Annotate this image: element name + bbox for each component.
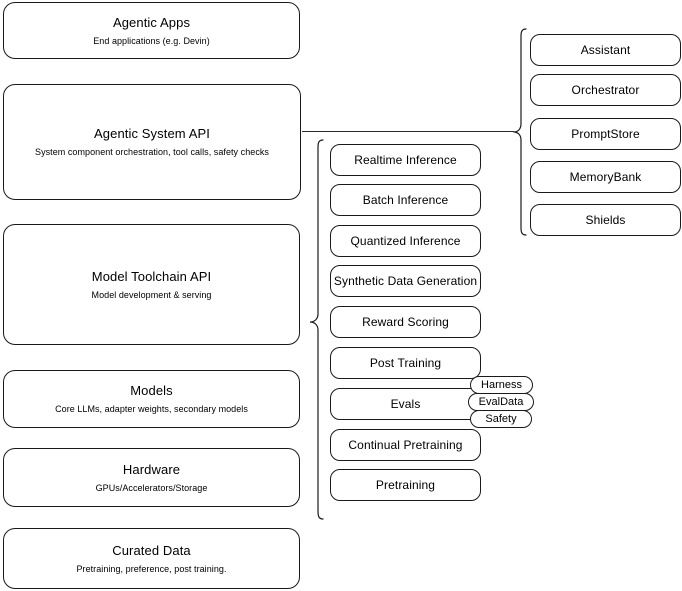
capability-label: Quantized Inference — [350, 233, 461, 248]
layer-box-agentic-apps[interactable]: Agentic Apps End applications (e.g. Devi… — [3, 2, 300, 59]
evals-pill-evaldata[interactable]: EvalData — [468, 393, 534, 411]
capability-label: Evals — [390, 396, 421, 411]
layer-title: Model Toolchain API — [91, 268, 212, 284]
layer-subtitle: Pretraining, preference, post training. — [76, 563, 227, 574]
capability-label: Post Training — [369, 355, 442, 370]
component-label: Orchestrator — [571, 82, 640, 97]
evals-pill-label: Harness — [481, 378, 522, 391]
layer-subtitle: Core LLMs, adapter weights, secondary mo… — [55, 404, 248, 414]
capability-label: Realtime Inference — [354, 152, 457, 167]
layer-title: Agentic System API — [94, 126, 210, 141]
right-brace — [512, 28, 528, 236]
capability-box-continual-pretraining[interactable]: Continual Pretraining — [330, 429, 481, 461]
capability-box-evals[interactable]: Evals — [330, 388, 481, 420]
layer-subtitle: System component orchestration, tool cal… — [35, 147, 269, 157]
capability-label: Batch Inference — [362, 192, 449, 207]
evals-pill-label: EvalData — [478, 395, 524, 408]
layer-title: Curated Data — [112, 542, 191, 558]
layer-box-hardware[interactable]: Hardware GPUs/Accelerators/Storage — [3, 448, 300, 507]
layer-box-curated-data[interactable]: Curated Data Pretraining, preference, po… — [3, 528, 300, 589]
capability-box-post-training[interactable]: Post Training — [330, 347, 481, 379]
layer-box-models[interactable]: Models Core LLMs, adapter weights, secon… — [3, 370, 300, 428]
middle-brace — [308, 139, 324, 520]
component-box-shields[interactable]: Shields — [530, 204, 681, 236]
layer-box-agentic-system-api[interactable]: Agentic System API System component orch… — [3, 84, 301, 200]
capability-label: Continual Pretraining — [348, 437, 463, 452]
capability-box-batch-inference[interactable]: Batch Inference — [330, 184, 481, 216]
layer-title: Hardware — [122, 461, 181, 477]
component-label: Assistant — [580, 42, 631, 57]
component-label: MemoryBank — [569, 169, 642, 184]
connector-line-agentic-system-api — [302, 131, 514, 132]
component-label: PromptStore — [571, 126, 640, 141]
layer-title: Models — [130, 383, 173, 398]
component-box-promptstore[interactable]: PromptStore — [530, 118, 681, 150]
capability-box-realtime-inference[interactable]: Realtime Inference — [330, 144, 481, 176]
evals-pill-harness[interactable]: Harness — [470, 376, 533, 394]
evals-pill-label: Safety — [485, 412, 517, 425]
component-box-assistant[interactable]: Assistant — [530, 34, 681, 66]
capability-label: Synthetic Data Generation — [333, 273, 478, 288]
capability-box-synthetic-data-generation[interactable]: Synthetic Data Generation — [330, 265, 481, 297]
capability-label: Reward Scoring — [362, 314, 449, 329]
capability-box-reward-scoring[interactable]: Reward Scoring — [330, 306, 481, 338]
capability-box-quantized-inference[interactable]: Quantized Inference — [330, 225, 481, 257]
component-box-memorybank[interactable]: MemoryBank — [530, 161, 681, 193]
layer-subtitle: GPUs/Accelerators/Storage — [95, 482, 208, 493]
layer-subtitle: Model development & serving — [91, 289, 212, 300]
capability-label: Pretraining — [375, 477, 436, 492]
evals-pill-safety[interactable]: Safety — [470, 410, 532, 428]
capability-box-pretraining[interactable]: Pretraining — [330, 469, 481, 501]
layer-title: Agentic Apps — [112, 14, 191, 30]
component-label: Shields — [585, 212, 626, 227]
component-box-orchestrator[interactable]: Orchestrator — [530, 74, 681, 106]
layer-subtitle: End applications (e.g. Devin) — [93, 35, 210, 46]
layer-box-model-toolchain-api[interactable]: Model Toolchain API Model development & … — [3, 224, 300, 345]
